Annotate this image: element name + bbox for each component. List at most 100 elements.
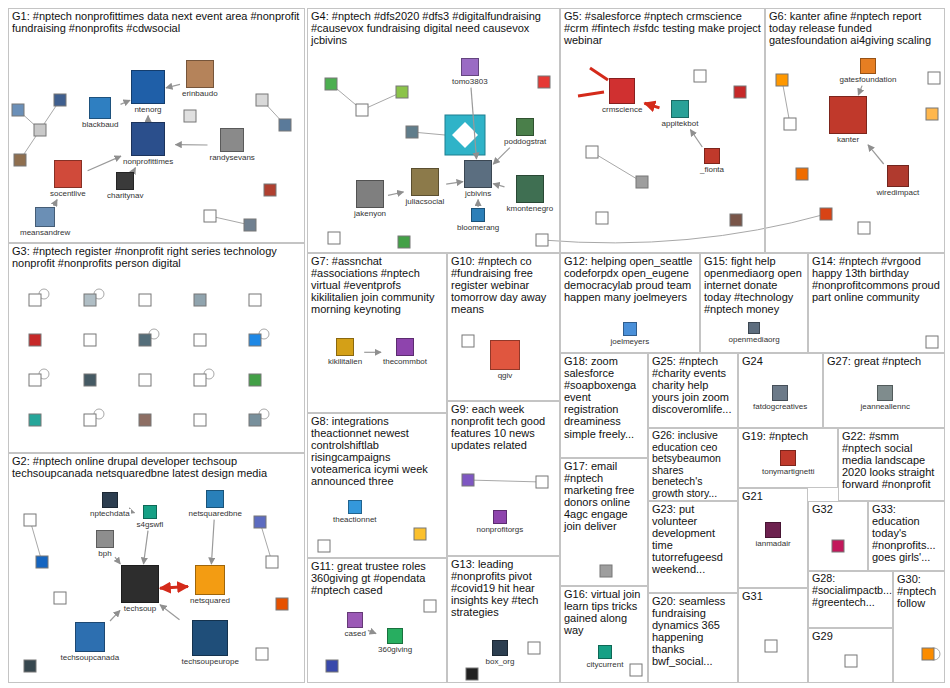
group-box: G3: #nptech register #nonprofit right se…: [8, 243, 305, 453]
vertex-label: wiredimpact: [876, 188, 921, 198]
group-label: G31: [739, 589, 807, 603]
vertex-node: ntenorg: [131, 70, 165, 115]
vertex-icon: [694, 70, 706, 82]
vertex-node: socentlive: [49, 160, 87, 199]
vertex-icon: [347, 612, 363, 628]
vertex-icon: [348, 500, 362, 514]
group-box: G5: #salesforce #nptech crmscience #crm …: [560, 8, 765, 253]
vertex-label: thecommbot: [382, 357, 428, 367]
vertex-icon: [318, 540, 330, 552]
vertex-icon: [461, 58, 479, 76]
vertex-label: jcbivins: [464, 189, 492, 199]
vertex-label: fatdogcreatives: [752, 402, 808, 412]
vertex-label: box_org: [485, 657, 516, 667]
vertex-label: jeanneallennc: [860, 402, 911, 412]
vertex-icon: [75, 622, 105, 652]
vertex-node: cased: [344, 612, 367, 639]
vertex-node: techsoupcanada: [60, 622, 121, 663]
group-box: G12: helping open_seattle codeforpdx ope…: [560, 253, 700, 353]
vertex-icon: [29, 294, 41, 306]
group-box: G23: put volunteer development time tuto…: [648, 501, 738, 593]
vertex-icon: [748, 322, 760, 334]
vertex-icon: [820, 208, 832, 220]
vertex-label: kikilitalien: [327, 357, 363, 367]
vertex-icon: [387, 628, 403, 644]
vertex-icon: [35, 207, 55, 227]
vertex-icon: [139, 294, 151, 306]
vertex-label: nptechdata: [89, 509, 131, 519]
group-box: G24 fatdogcreatives: [738, 353, 823, 428]
vertex-icon: [598, 645, 612, 659]
group-label: G25: #nptech #charity events charity hel…: [649, 354, 737, 416]
vertex-icon: [36, 556, 48, 568]
vertex-icon: [220, 128, 244, 152]
group-box: G26: inclusive education ceo betsybeaumo…: [648, 428, 738, 501]
group-box: G32: [808, 501, 868, 571]
vertex-icon: [398, 236, 410, 248]
vertex-icon: [609, 78, 635, 104]
vertex-label: charitynav: [106, 191, 144, 201]
group-label: G6: kanter afine #nptech report today re…: [766, 9, 944, 47]
vertex-icon: [623, 322, 637, 336]
vertex-label: randysevans: [209, 153, 256, 163]
vertex-icon: [84, 414, 96, 426]
vertex-node: citycurrent: [586, 645, 625, 670]
vertex-node: meansandrew: [19, 207, 71, 238]
graph-edge-curve: [542, 214, 826, 243]
group-label: G5: #salesforce #nptech crmscience #crm …: [561, 9, 764, 47]
vertex-icon: [54, 592, 66, 604]
edge-connector: [121, 100, 131, 104]
vertex-node: tonymartignetti: [761, 450, 815, 477]
vertex-label: kmontenegro: [506, 204, 555, 214]
edge-connector: [160, 605, 180, 620]
edge-connector: [690, 130, 702, 147]
vertex-label: ianmadair: [755, 539, 792, 549]
vertex-icon: [730, 214, 742, 226]
group-box: G16: virtual join learn tips tricks gain…: [560, 586, 648, 683]
group-box: G13: leading #nonprofits pivot #covid19 …: [447, 556, 560, 683]
group-box: G11: great trustee roles 360giving gt #o…: [307, 558, 447, 683]
vertex-node: nonprofittimes: [122, 122, 174, 167]
vertex-label: socentlive: [49, 189, 87, 199]
vertex-label: blackbaud: [81, 120, 119, 130]
group-box: G4: #nptech #dfs2020 #dfs3 #digitalfundr…: [307, 8, 560, 253]
vertex-label: theactionnet: [332, 515, 378, 525]
vertex-node: joelmeyers: [610, 322, 651, 347]
group-label: G4: #nptech #dfs2020 #dfs3 #digitalfundr…: [308, 9, 559, 47]
group-box: G15: fight help openmediaorg open intern…: [700, 253, 808, 353]
vertex-icon: [845, 655, 857, 667]
vertex-icon: [796, 168, 808, 180]
vertex-node: openmediaorg: [728, 322, 781, 345]
vertex-label: kanter: [836, 135, 860, 145]
vertex-icon: [630, 664, 642, 676]
edge-connector: [110, 610, 120, 621]
vertex-node: jeanneallennc: [860, 385, 911, 412]
vertex-node: netsquared: [189, 565, 231, 606]
vertex-icon: [466, 668, 478, 680]
group-label: G16: virtual join learn tips tricks gain…: [561, 587, 647, 637]
group-label: G12: helping open_seattle codeforpdx ope…: [561, 254, 699, 304]
group-label: G2: #nptech online drupal developer tech…: [9, 454, 304, 480]
vertex-node: nonprofitorgs: [476, 510, 525, 535]
vertex-node: wiredimpact: [876, 165, 921, 198]
group-label: G23: put volunteer development time tuto…: [649, 502, 737, 577]
vertex-label: tonymartignetti: [761, 467, 815, 477]
group-label: G8: integrations theactionnet newest con…: [308, 414, 446, 489]
vertex-icon: [54, 94, 66, 106]
edge-connector: [148, 116, 149, 121]
graph-edge-line: [468, 480, 542, 482]
edge-connector: [493, 148, 510, 165]
vertex-icon: [328, 232, 340, 244]
group-box: G31: [738, 588, 808, 683]
edge-connector: [211, 520, 214, 564]
group-box: G27: great #nptechjeanneallennc: [823, 353, 945, 428]
group-label: G24: [739, 354, 822, 368]
group-box: G19: #nptechtonymartignetti: [738, 428, 838, 488]
vertex-icon: [704, 148, 720, 164]
vertex-label: s4gswfl: [136, 520, 165, 530]
group-label: G10: #nptech co #fundraising free regist…: [448, 254, 559, 316]
vertex-icon: [860, 58, 876, 74]
group-label: G18: zoom salesforce #soapboxenga event …: [561, 354, 647, 441]
vertex-label: bph: [97, 549, 112, 559]
